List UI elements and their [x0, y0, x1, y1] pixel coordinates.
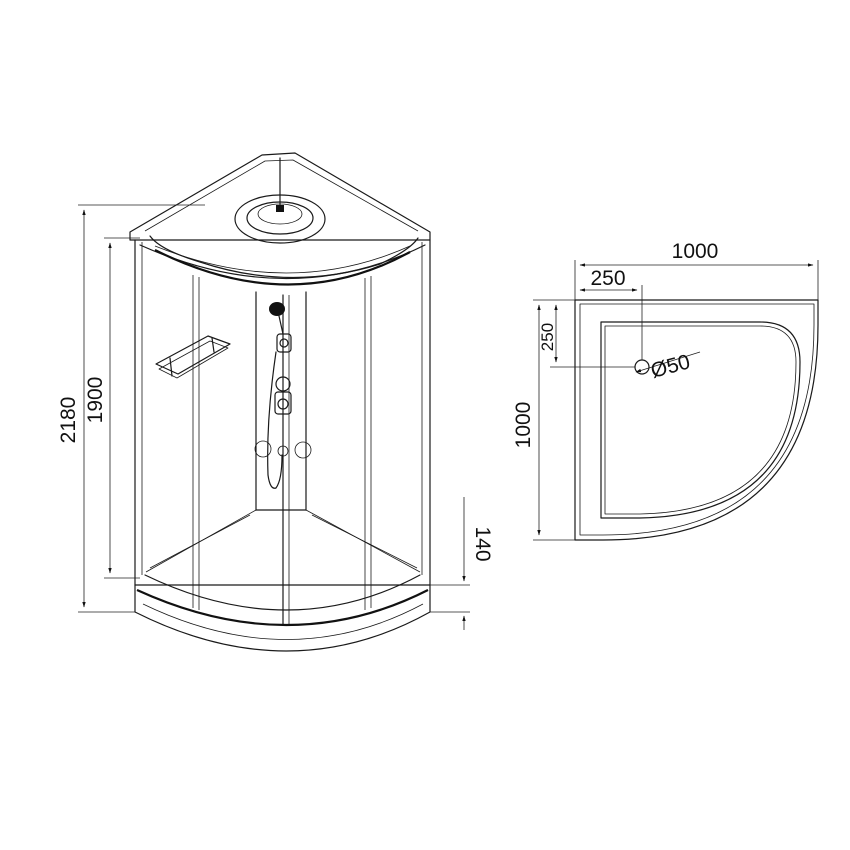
top-view: 1000 250 1000 250 Ø50 — [512, 240, 819, 541]
ceiling-shower-icon — [276, 205, 284, 212]
tray-floor — [145, 509, 421, 573]
dimension-label: 2180 — [57, 397, 80, 444]
dimension-tray-height: 140 — [430, 497, 494, 630]
front-view: 2180 1900 140 — [57, 152, 494, 652]
dimension-label: 250 — [538, 323, 557, 351]
shower-panel — [254, 302, 312, 489]
massage-jet-icon — [254, 440, 272, 458]
massage-jet-icon — [277, 445, 289, 457]
dimension-label: 140 — [471, 526, 494, 561]
massage-jet-icon — [294, 441, 312, 459]
dimension-glass-height: 1900 — [84, 237, 140, 579]
glass-shelf — [155, 335, 231, 379]
cabin-roof — [129, 152, 431, 286]
dimension-label: 1000 — [512, 402, 535, 449]
dimension-drain-diameter: Ø50 — [635, 350, 701, 383]
dimension-total-height: 2180 — [57, 204, 205, 613]
dimension-label: 250 — [590, 267, 625, 290]
dimension-label: Ø50 — [648, 350, 692, 382]
tray-outline — [574, 299, 819, 541]
dimension-label: 1000 — [672, 240, 719, 263]
dimension-drain-x: 250 — [579, 267, 643, 360]
hand-shower-icon — [269, 302, 285, 316]
cabin-glass — [134, 239, 431, 626]
dimension-drain-y: 250 — [538, 304, 635, 368]
dimension-depth: 1000 — [512, 299, 575, 541]
shower-tray — [134, 574, 431, 652]
dimension-label: 1900 — [84, 377, 107, 424]
mixer-knob-icon — [275, 376, 291, 392]
dimension-width: 1000 — [574, 240, 819, 300]
